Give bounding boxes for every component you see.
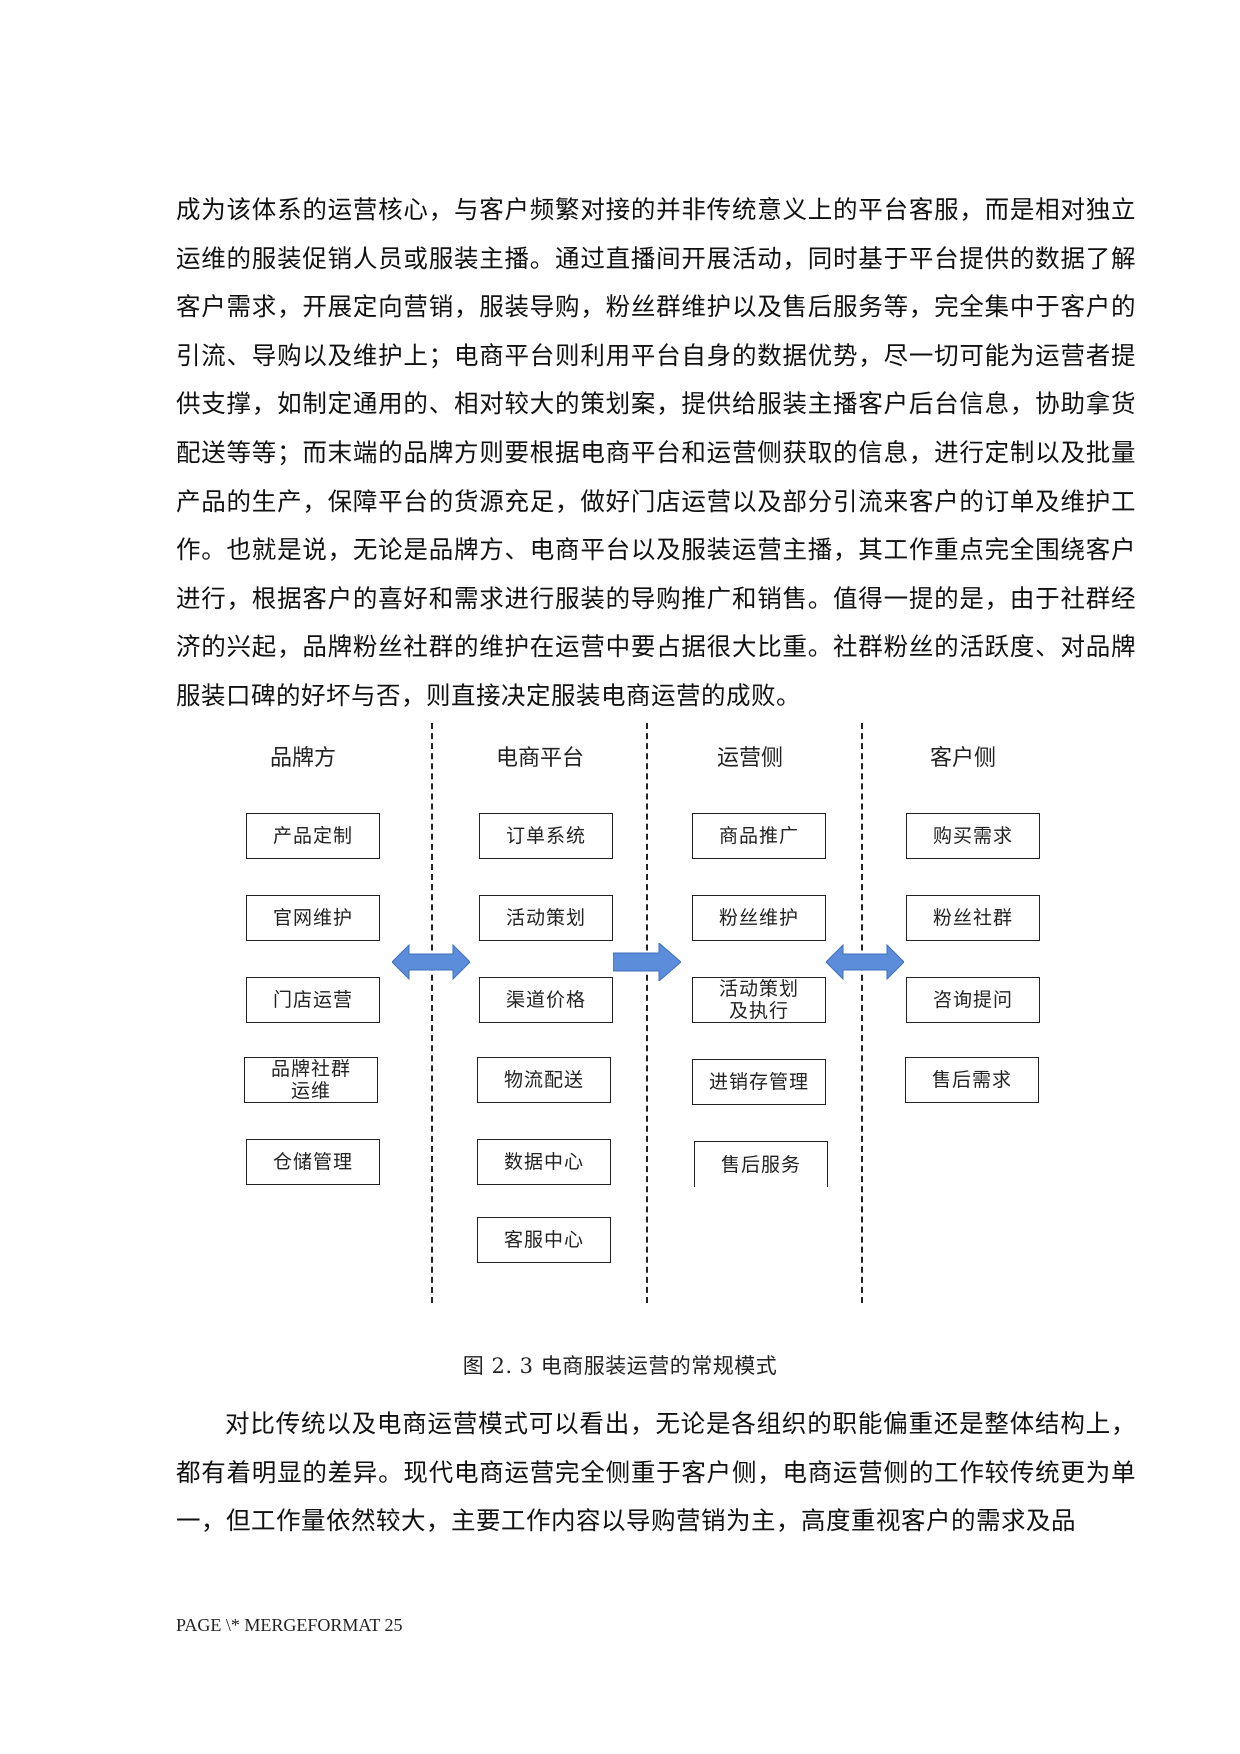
- diagram-box: 订单系统: [479, 813, 613, 859]
- column-header-brand: 品牌方: [269, 746, 337, 771]
- diagram-box: 咨询提问: [906, 977, 1040, 1023]
- diagram-box: 官网维护: [246, 895, 380, 941]
- double-arrow-icon: [826, 944, 904, 980]
- column-header-platform: 电商平台: [495, 746, 585, 771]
- diagram-box: 商品推广: [692, 813, 826, 859]
- diagram-box: 数据中心: [477, 1139, 611, 1185]
- diagram-box: 品牌社群 运维: [244, 1057, 378, 1103]
- body-paragraph-2: 对比传统以及电商运营模式可以看出，无论是各组织的职能偏重还是整体结构上，都有着明…: [176, 1400, 1136, 1546]
- diagram-box: 粉丝维护: [692, 895, 826, 941]
- diagram-box: 仓储管理: [246, 1139, 380, 1185]
- column-header-customer: 客户侧: [929, 746, 997, 771]
- diagram-box: 购买需求: [906, 813, 1040, 859]
- column-header-operation: 运营侧: [716, 746, 784, 771]
- diagram-box: 渠道价格: [479, 977, 613, 1023]
- column-divider: [646, 723, 648, 1303]
- page-footer: PAGE \* MERGEFORMAT 25: [176, 1615, 403, 1635]
- figure-caption: 图 2. 3 电商服装运营的常规模式: [462, 1354, 778, 1378]
- column-divider: [431, 723, 433, 1303]
- right-arrow-icon: [613, 943, 681, 981]
- diagram-box: 客服中心: [477, 1217, 611, 1263]
- diagram-box: 产品定制: [246, 813, 380, 859]
- double-arrow-icon: [392, 944, 470, 980]
- diagram-box: 售后服务: [694, 1141, 828, 1187]
- diagram-box: 物流配送: [477, 1057, 611, 1103]
- diagram-box: 粉丝社群: [906, 895, 1040, 941]
- body-paragraph-1: 成为该体系的运营核心，与客户频繁对接的并非传统意义上的平台客服，而是相对独立运维…: [176, 186, 1136, 721]
- paragraph-text: 对比传统以及电商运营模式可以看出，无论是各组织的职能偏重还是整体结构上，都有着明…: [176, 1409, 1136, 1536]
- paragraph-text: 成为该体系的运营核心，与客户频繁对接的并非传统意义上的平台客服，而是相对独立运维…: [176, 195, 1136, 710]
- diagram-box: 门店运营: [246, 977, 380, 1023]
- diagram-box: 活动策划 及执行: [692, 977, 826, 1023]
- diagram-box: 活动策划: [479, 895, 613, 941]
- diagram-box: 售后需求: [905, 1057, 1039, 1103]
- diagram-box: 进销存管理: [692, 1059, 826, 1105]
- column-divider: [861, 723, 863, 1303]
